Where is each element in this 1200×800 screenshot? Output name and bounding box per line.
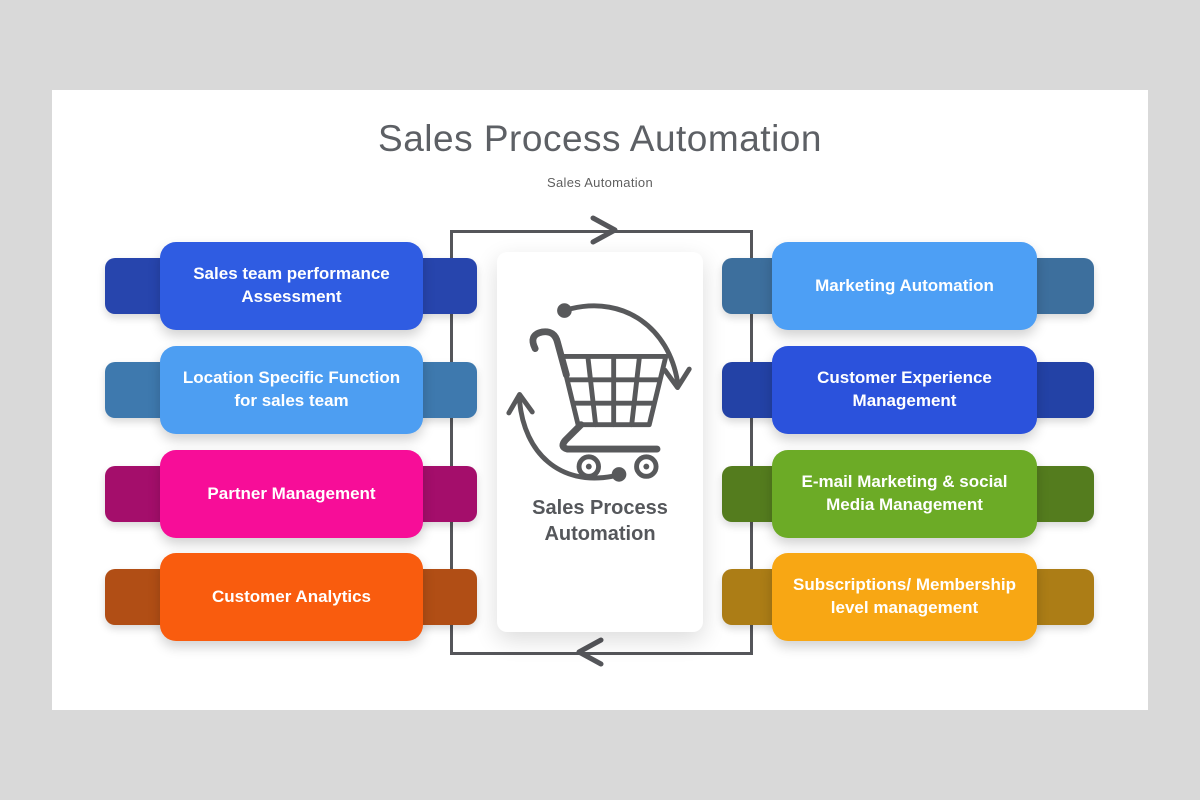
center-card: Sales Process Automation bbox=[497, 252, 703, 632]
right-item-1-box: Marketing Automation bbox=[772, 242, 1037, 330]
left-item-1-label: Sales team performance Assessment bbox=[193, 264, 390, 306]
left-item-2-box: Location Specific Function for sales tea… bbox=[160, 346, 423, 434]
page-title: Sales Process Automation bbox=[378, 118, 822, 159]
right-item-2-box: Customer Experience Management bbox=[772, 346, 1037, 434]
right-item-3-label: E-mail Marketing & social Media Manageme… bbox=[801, 472, 1008, 514]
right-item-3-box: E-mail Marketing & social Media Manageme… bbox=[772, 450, 1037, 538]
right-item-1-label: Marketing Automation bbox=[815, 275, 994, 295]
right-item-4-label: Subscriptions/ Membership level manageme… bbox=[793, 575, 1016, 617]
left-item-4-label: Customer Analytics bbox=[211, 586, 372, 606]
right-item-2-label: Customer Experience Management bbox=[817, 368, 992, 410]
center-card-label: Sales Process Automation bbox=[532, 497, 668, 545]
left-item-4-box: Customer Analytics bbox=[160, 553, 423, 641]
flow-arrow-right-icon bbox=[590, 215, 618, 245]
slide: Sales Process Automation Sales Automatio… bbox=[52, 90, 1148, 710]
left-item-3-label: Partner Management bbox=[207, 483, 376, 503]
left-item-2-label: Location Specific Function for sales tea… bbox=[182, 368, 401, 410]
shopping-cart-sync-icon bbox=[505, 303, 692, 482]
flow-arrow-left-icon bbox=[576, 637, 604, 667]
right-item-4-box: Subscriptions/ Membership level manageme… bbox=[772, 553, 1037, 641]
diagram-connector-frame bbox=[450, 230, 753, 655]
left-item-3-box: Partner Management bbox=[160, 450, 423, 538]
left-item-1-box: Sales team performance Assessment bbox=[160, 242, 423, 330]
page-subtitle: Sales Automation bbox=[547, 175, 653, 190]
